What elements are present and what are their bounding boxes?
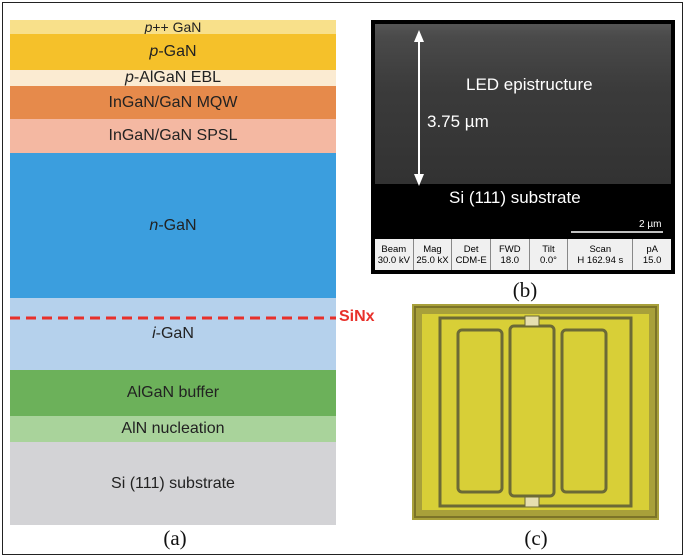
info-value: 0.0° xyxy=(539,254,557,266)
layer-0: p++ GaN xyxy=(10,19,336,35)
info-head: pA xyxy=(646,243,658,255)
caption-a: (a) xyxy=(163,526,187,550)
layer-label: AlN nucleation xyxy=(121,420,225,437)
layer-label: Si (111) substrate xyxy=(111,474,235,492)
info-head: Beam xyxy=(381,243,407,255)
info-value: 30.0 kV xyxy=(377,254,410,266)
info-head: Mag xyxy=(423,243,442,255)
layer-2: p-AlGaN EBL xyxy=(10,69,336,86)
layer-label: p-AlGaN EBL xyxy=(124,69,222,86)
info-value: CDM-E xyxy=(455,254,487,266)
substrate-label: Si (111) substrate xyxy=(449,188,581,207)
info-value: H 162.94 s xyxy=(577,254,624,266)
info-head: Tilt xyxy=(542,243,555,255)
layer-label: InGaN/GaN SPSL xyxy=(108,127,238,144)
thickness-label: 3.75 µm xyxy=(427,112,489,131)
scale-label: 2 µm xyxy=(639,219,662,230)
layer-label: InGaN/GaN MQW xyxy=(108,93,238,111)
info-head: Det xyxy=(463,243,479,255)
info-value: 18.0 xyxy=(500,254,520,266)
layer-5: n-GaN xyxy=(10,153,336,298)
layer-label: n-GaN xyxy=(149,216,197,234)
layer-4: InGaN/GaN SPSL xyxy=(10,119,336,153)
info-head: Scan xyxy=(589,243,612,255)
info-value: 25.0 kX xyxy=(416,254,449,266)
led-chip-image xyxy=(412,304,659,520)
layer-3: InGaN/GaN MQW xyxy=(10,86,336,119)
led-chip-drawing xyxy=(414,306,657,518)
sinx-label: SiNx xyxy=(339,308,375,325)
caption-b: (b) xyxy=(512,278,538,302)
layer-9: Si (111) substrate xyxy=(10,442,336,525)
sem-epi-region xyxy=(375,24,671,184)
layer-7: AlGaN buffer xyxy=(10,370,336,416)
sem-thickness-arrow xyxy=(414,30,663,233)
info-head: FWD xyxy=(498,243,521,255)
info-value: 15.0 xyxy=(642,254,662,266)
epi-label: LED epistructure xyxy=(466,75,593,94)
sem-image: LED epistructure 3.75 µm Si (111) substr… xyxy=(371,20,675,274)
layer-8: AlN nucleation xyxy=(10,416,336,442)
layer-label: i-GaN xyxy=(152,325,194,342)
layer-label: p-GaN xyxy=(149,43,197,60)
layer-6: i-GaN xyxy=(10,298,336,370)
layer-label: p++ GaN xyxy=(144,19,202,35)
layer-label: AlGaN buffer xyxy=(126,384,220,401)
layer-1: p-GaN xyxy=(10,34,336,70)
caption-c: (c) xyxy=(524,526,548,550)
